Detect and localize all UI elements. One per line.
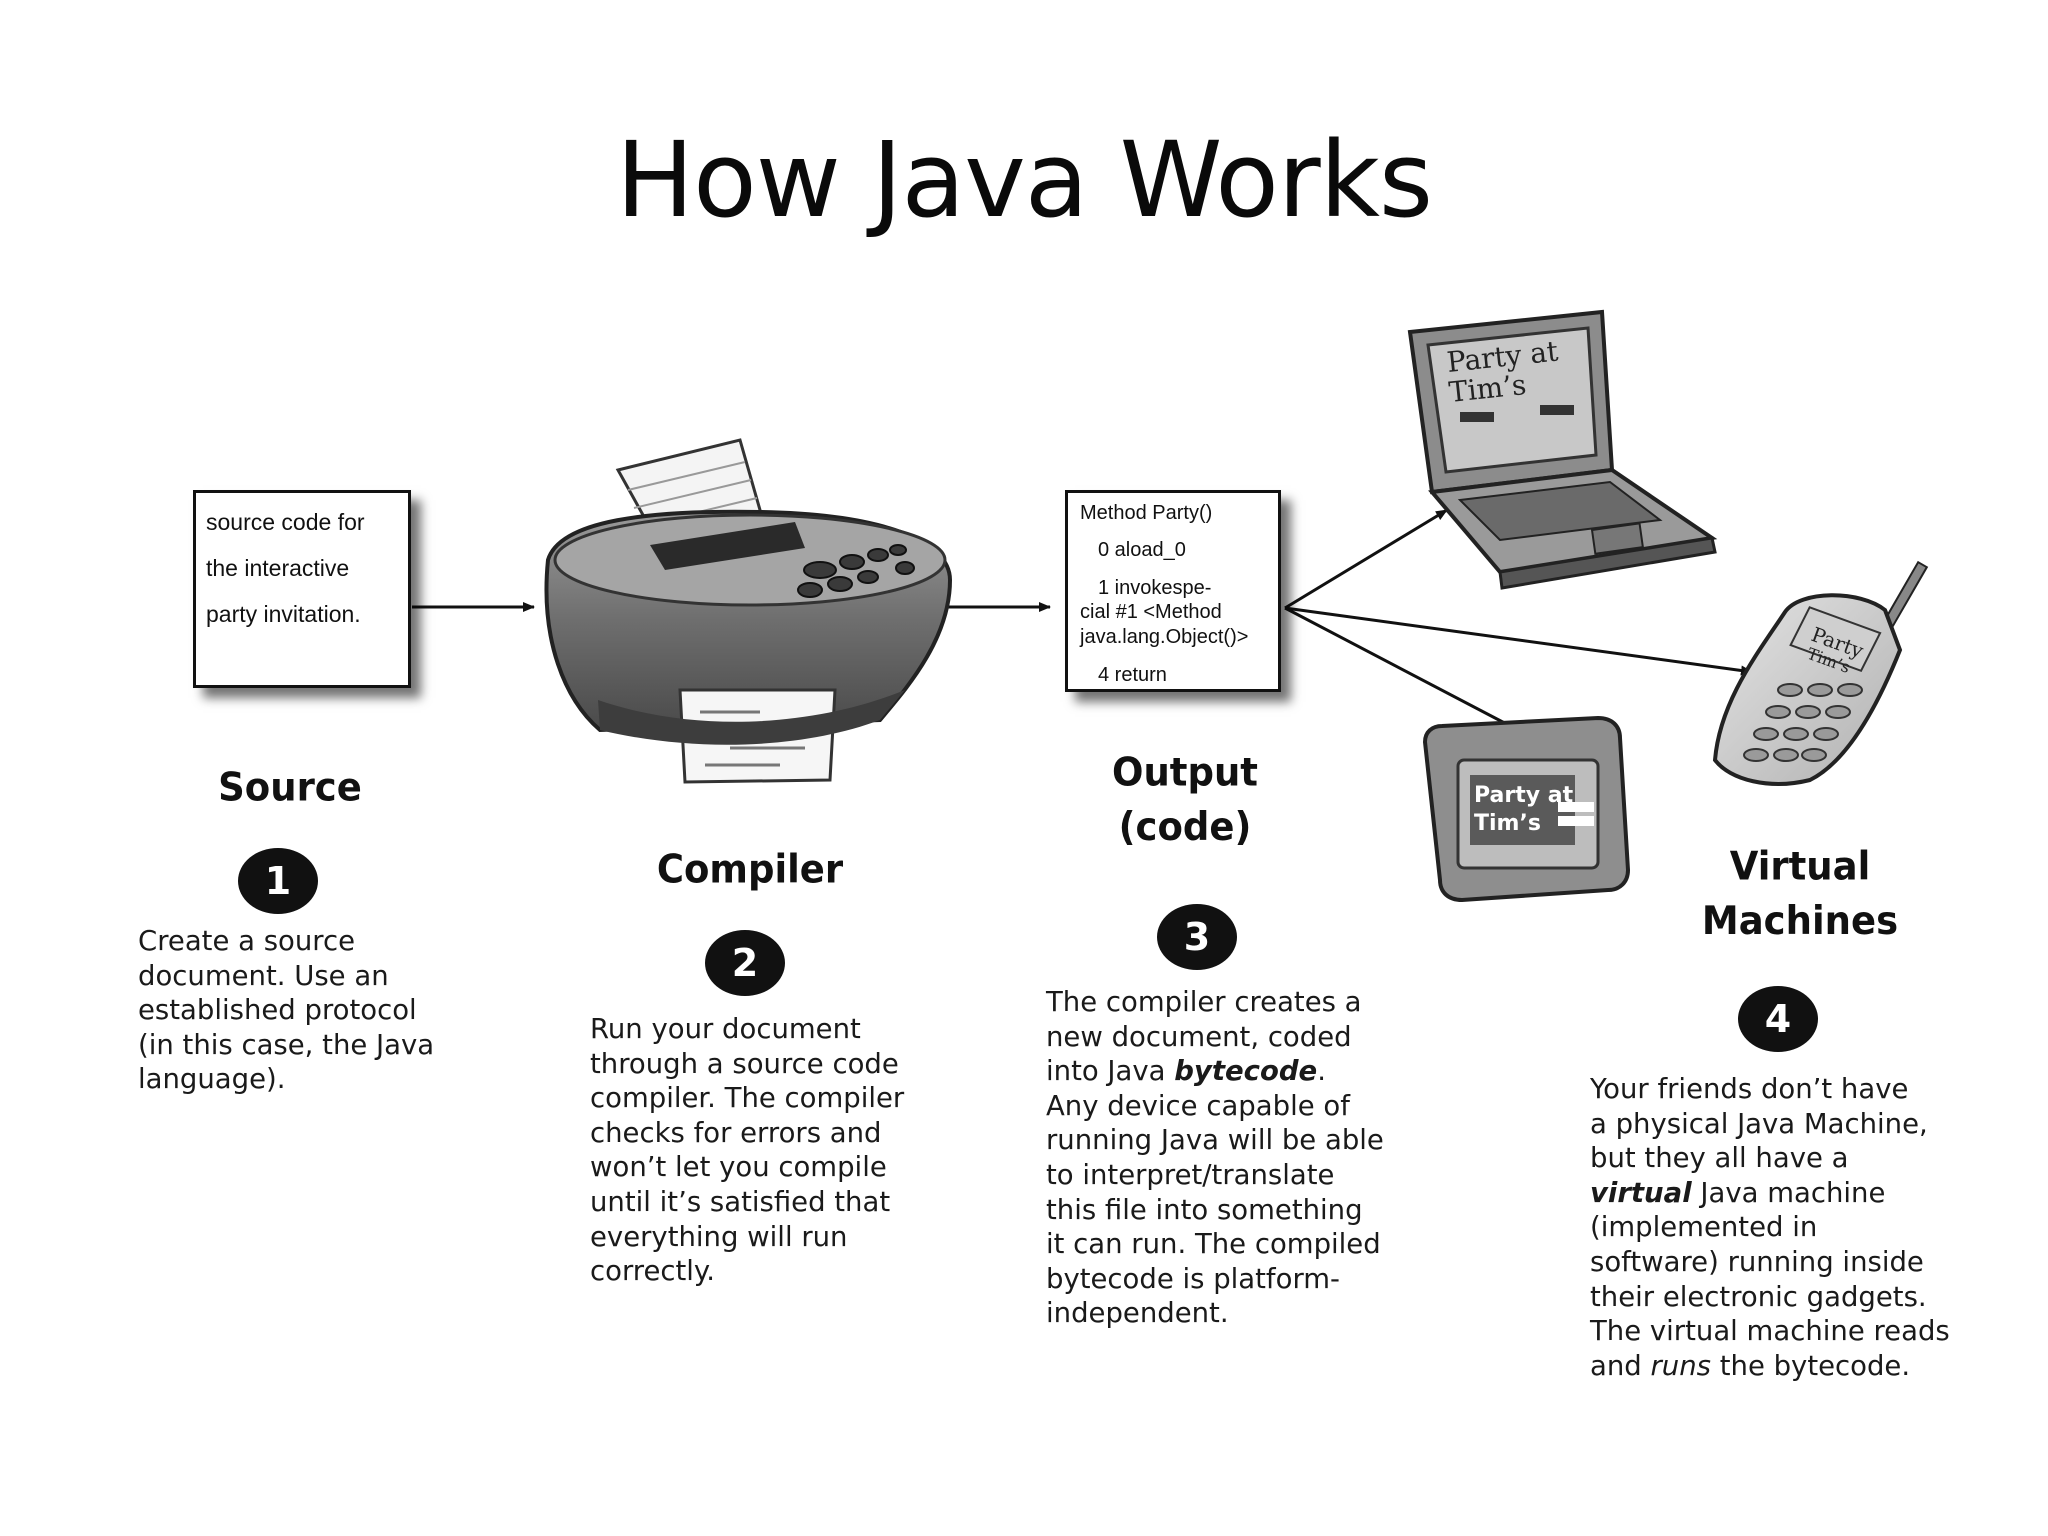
arrow-output-to-phone (1285, 608, 1752, 672)
arrow-output-to-laptop (1285, 510, 1447, 608)
step-4-badge: 4 (1738, 986, 1818, 1052)
step-1-badge: 1 (238, 848, 318, 914)
source-line: party invitation. (206, 601, 361, 628)
step-2-badge: 2 (705, 930, 785, 996)
source-code-box: source code for the interactive party in… (193, 490, 411, 688)
source-line: the interactive (206, 555, 349, 582)
bytecode-line: java.lang.Object()> (1080, 627, 1248, 647)
step-3-badge: 3 (1157, 904, 1237, 970)
bytecode-line: 4 return (1098, 665, 1167, 685)
bytecode-box: Method Party() 0 aload_0 1 invokespe- ci… (1065, 490, 1281, 692)
compiler-description: Run your document through a source code … (590, 1012, 904, 1289)
vm-description: Your friends don’t have a physical Java … (1590, 1072, 1950, 1383)
source-description: Create a source document. Use an establi… (138, 924, 434, 1097)
bytecode-line: 0 aload_0 (1098, 540, 1186, 560)
pda-screen-text-2: Tim’s (1474, 811, 1541, 836)
virtual-machines-title: Virtual Machines (1670, 839, 1930, 948)
compiler-machine-icon (547, 440, 950, 782)
pda-icon: Party at Tim’s (1425, 718, 1628, 900)
cell-phone-icon: Party Tim’s (1715, 562, 1927, 784)
source-title: Source (195, 761, 385, 815)
output-title: Output (code) (1085, 745, 1285, 854)
compiler-title: Compiler (640, 843, 860, 897)
source-line: source code for (206, 509, 365, 536)
bytecode-line: cial #1 <Method (1080, 602, 1222, 622)
output-description: The compiler creates a new document, cod… (1046, 985, 1384, 1331)
bytecode-line: 1 invokespe- (1098, 578, 1211, 598)
laptop-icon: Party at Tim’s (1410, 312, 1715, 588)
bytecode-line: Method Party() (1080, 503, 1212, 523)
arrow-output-to-pda (1285, 608, 1518, 730)
